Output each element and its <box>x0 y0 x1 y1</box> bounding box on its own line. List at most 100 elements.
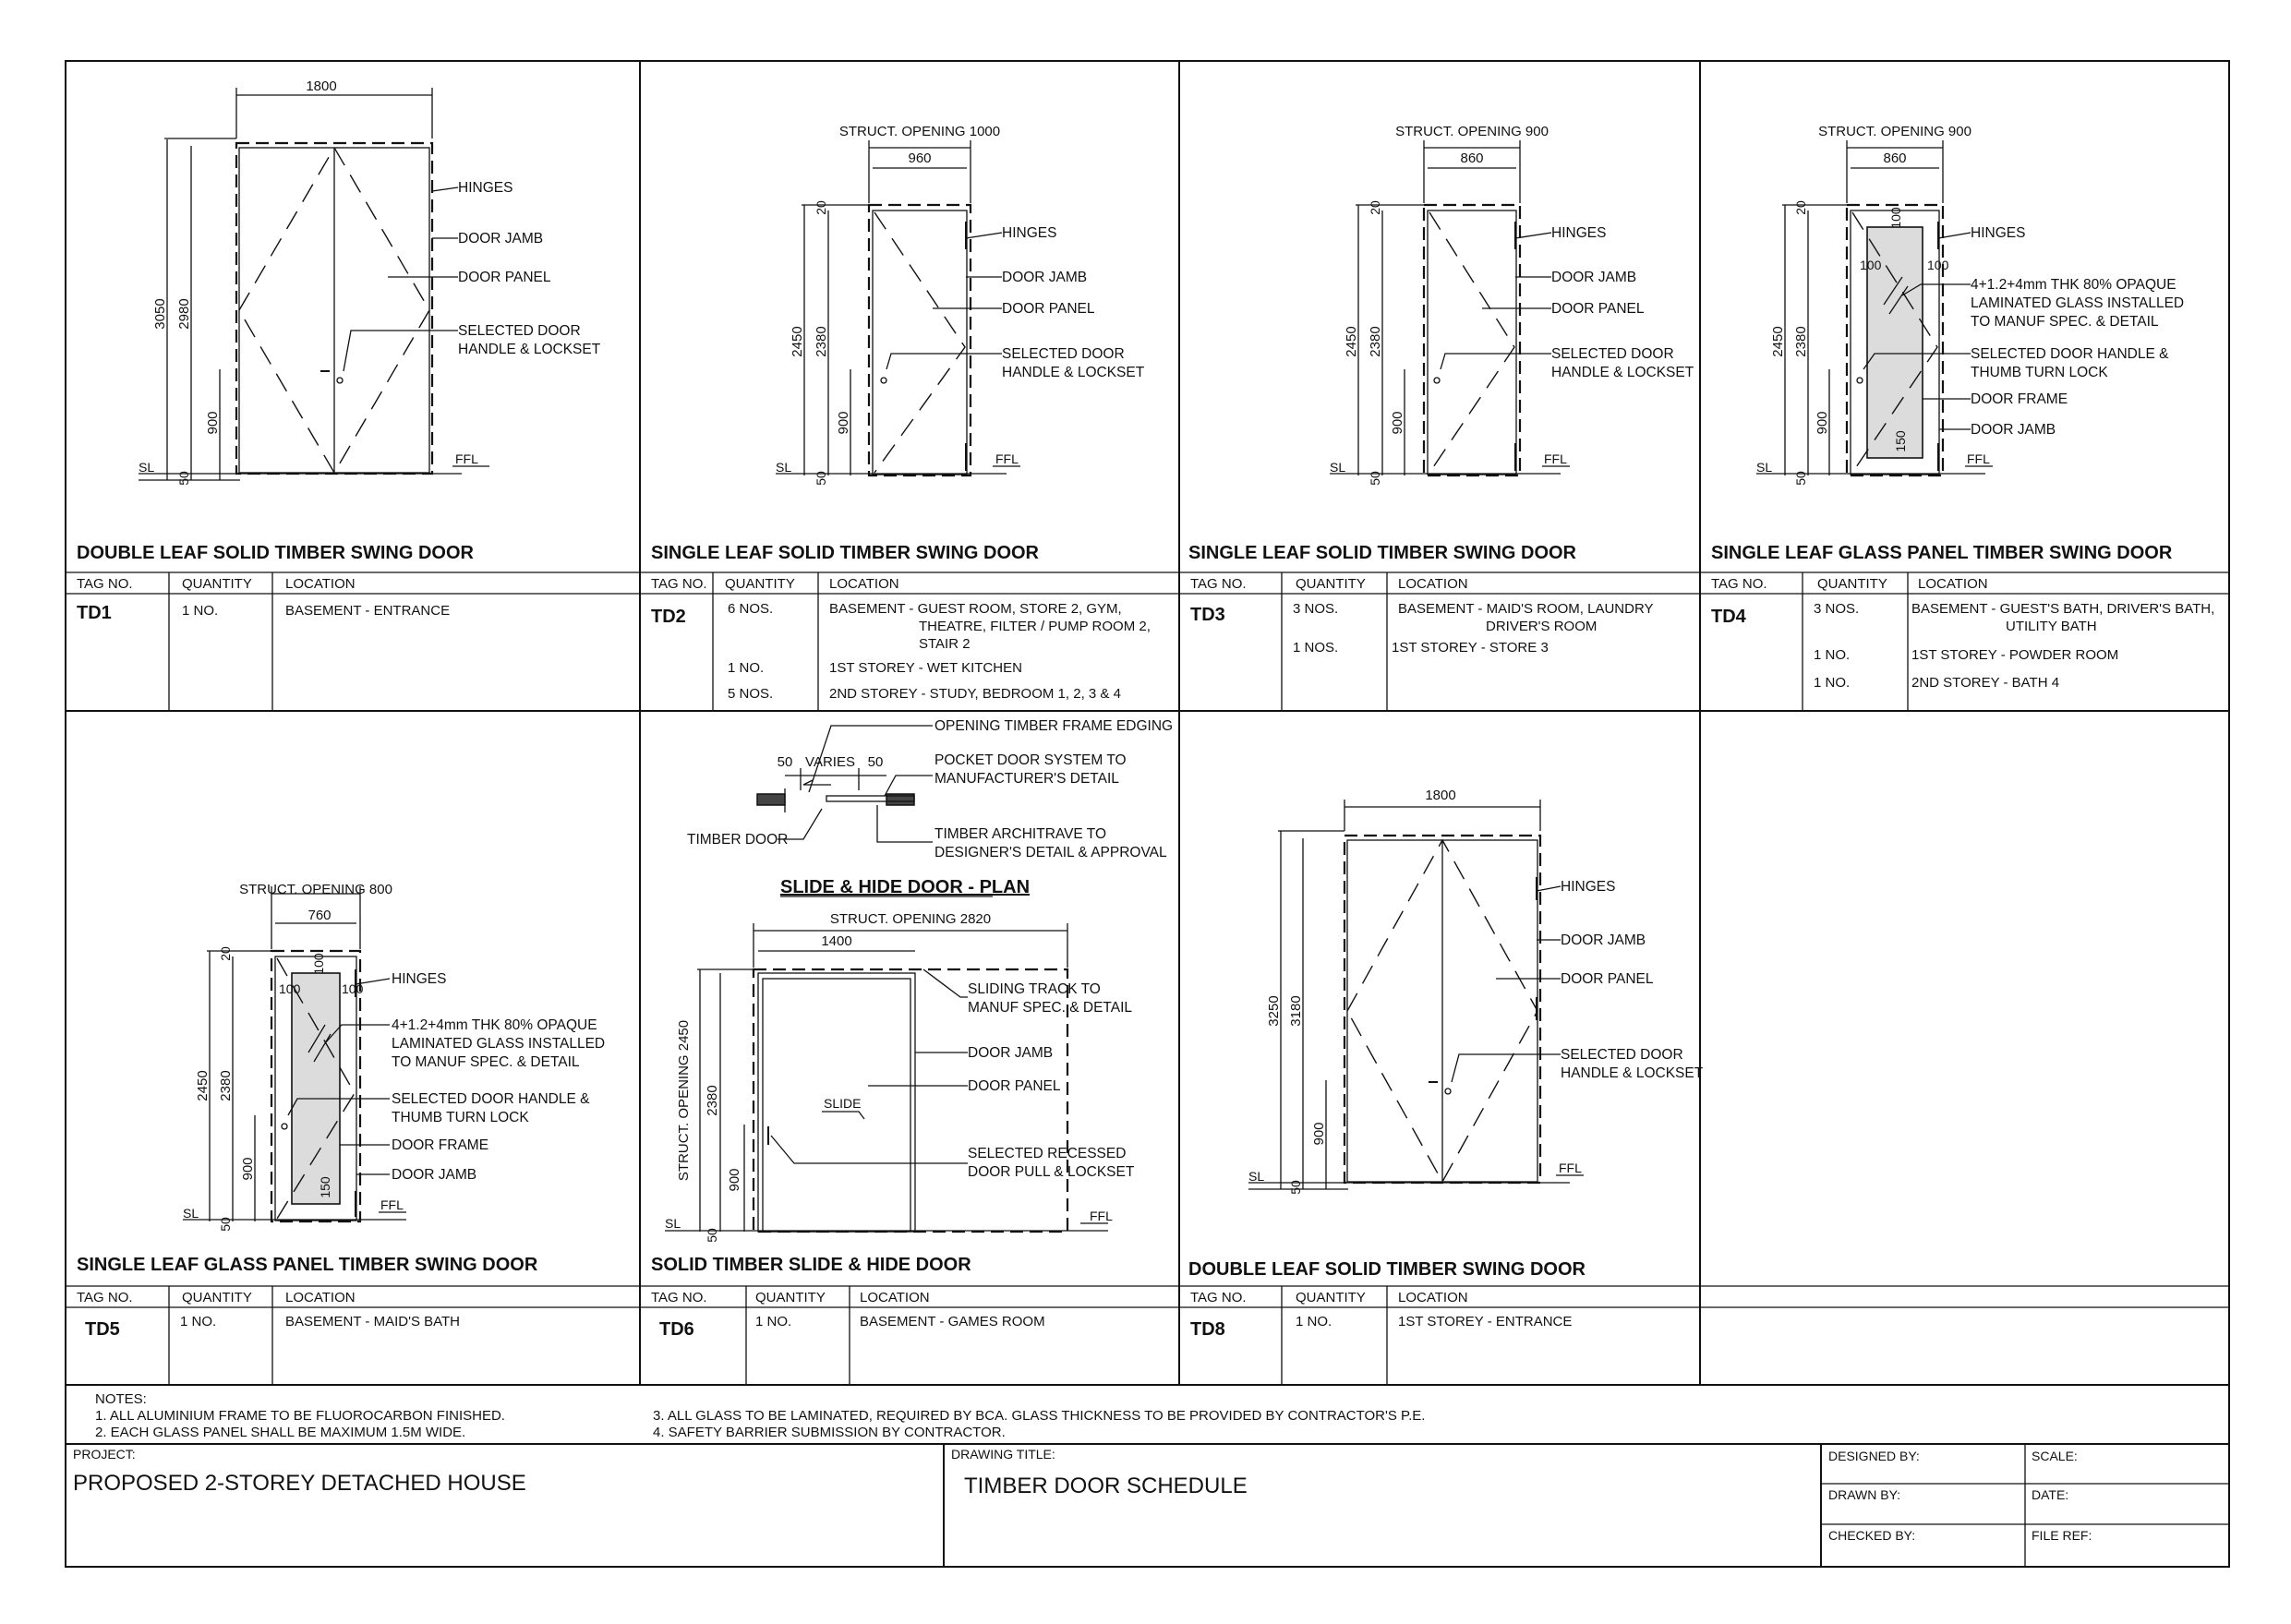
td4-qty-1: 3 NOS. <box>1814 601 1859 617</box>
file-ref-label: FILE REF: <box>2032 1528 2092 1543</box>
td8-qty: 1 NO. <box>1296 1314 1332 1329</box>
title-block: PROJECT: PROPOSED 2-STOREY DETACHED HOUS… <box>73 1447 2092 1543</box>
td1-title: DOUBLE LEAF SOLID TIMBER SWING DOOR <box>77 543 475 563</box>
td5-hinges-label: HINGES <box>392 971 446 987</box>
notes: NOTES: 1. ALL ALUMINIUM FRAME TO BE FLUO… <box>95 1391 1425 1440</box>
td3-panel-label: DOOR PANEL <box>1551 301 1645 317</box>
td4-hinges-label: HINGES <box>1971 225 2025 241</box>
td8-height-dim: 3250 <box>1266 995 1282 1026</box>
td2-sl-label: SL <box>776 460 791 475</box>
td3-handle-height-dim: 900 <box>1390 411 1405 434</box>
td4-tag: TD4 <box>1711 607 1747 627</box>
td4-qty-3: 1 NO. <box>1814 675 1850 691</box>
td3-header-qty: QUANTITY <box>1296 576 1366 592</box>
td2-opening-dim: STRUCT. OPENING 1000 <box>839 124 1000 139</box>
td1-tag: TD1 <box>77 603 112 623</box>
td4-glass-label-2: LAMINATED GLASS INSTALLED <box>1971 295 2184 311</box>
td1-step-dim: 50 <box>176 471 191 486</box>
td6-pull-label-1: SELECTED RECESSED <box>968 1146 1126 1161</box>
td4-opening-outline <box>1845 203 1945 477</box>
drawing-title: TIMBER DOOR SCHEDULE <box>964 1474 1248 1498</box>
td2-step-dim: 50 <box>814 471 828 486</box>
td6-header-tag: TAG NO. <box>651 1290 707 1305</box>
schedule-bottom: TAG NO. QUANTITY LOCATION TD5 1 NO. BASE… <box>77 1290 1572 1340</box>
td4-door-height-dim: 2380 <box>1793 326 1809 356</box>
td3-loc-1a: BASEMENT - MAID'S ROOM, LAUNDRY <box>1398 601 1654 617</box>
td8-door-elevation: 1800 3250 3180 900 50 SL FFL HINGES DOOR… <box>1188 788 1704 1280</box>
td4-opening-dim: STRUCT. OPENING 900 <box>1818 124 1971 139</box>
td6-plan-door-leaf <box>826 795 915 802</box>
td2-ffl-label: FFL <box>995 451 1019 466</box>
td6-vertical-opening-dim: STRUCT. OPENING 2450 <box>676 1020 692 1181</box>
td6-tag: TD6 <box>659 1319 694 1340</box>
td3-header-loc: LOCATION <box>1398 576 1468 592</box>
td3-swing-lines <box>1429 211 1515 474</box>
td5-width-dim: 760 <box>307 908 331 923</box>
td2-qty-1: 6 NOS. <box>728 601 773 617</box>
designed-by-label: DESIGNED BY: <box>1828 1449 1920 1463</box>
td3-header-tag: TAG NO. <box>1190 576 1247 592</box>
td1-height-dim: 3050 <box>152 298 168 329</box>
td5-thumb-label-1: SELECTED DOOR HANDLE & <box>392 1091 590 1107</box>
td8-header-qty: QUANTITY <box>1296 1290 1366 1305</box>
td8-header-tag: TAG NO. <box>1190 1290 1247 1305</box>
td2-qty-2: 1 NO. <box>728 660 764 676</box>
td1-header-tag: TAG NO. <box>77 576 133 592</box>
td8-handle-label-1: SELECTED DOOR <box>1561 1047 1683 1063</box>
td2-handle-label-2: HANDLE & LOCKSET <box>1002 365 1145 380</box>
td8-tag: TD8 <box>1190 1319 1225 1340</box>
td1-panel-label: DOOR PANEL <box>458 270 551 285</box>
td1-handle-label-2: HANDLE & LOCKSET <box>458 342 601 357</box>
td4-header-qty: QUANTITY <box>1817 576 1887 592</box>
td6-timber-door-label: TIMBER DOOR <box>687 832 788 848</box>
td6-pull-label-2: DOOR PULL & LOCKSET <box>968 1164 1135 1180</box>
td2-header-qty: QUANTITY <box>725 576 795 592</box>
td3-tag: TD3 <box>1190 605 1225 625</box>
note-3: 3. ALL GLASS TO BE LAMINATED, REQUIRED B… <box>653 1408 1425 1424</box>
td1-hinges-label: HINGES <box>458 180 512 196</box>
td2-title: SINGLE LEAF SOLID TIMBER SWING DOOR <box>651 543 1040 563</box>
td6-opening-edge-label: OPENING TIMBER FRAME EDGING <box>934 718 1173 734</box>
project-label: PROJECT: <box>73 1447 136 1462</box>
td5-glass-bottom-dim: 150 <box>318 1176 332 1198</box>
td4-glass-left-dim: 100 <box>1860 258 1882 272</box>
td4-swing-lines <box>1851 211 1938 474</box>
td6-opening-dim: STRUCT. OPENING 2820 <box>830 911 991 927</box>
td6-architrave-label-1: TIMBER ARCHITRAVE TO <box>934 826 1106 842</box>
td2-header-tag: TAG NO. <box>651 576 707 592</box>
td8-panel-label: DOOR PANEL <box>1561 971 1654 987</box>
td3-qty-1: 3 NOS. <box>1293 601 1338 617</box>
td1-ffl-label: FFL <box>455 451 478 466</box>
td3-opening-outline <box>1422 203 1522 477</box>
note-1: 1. ALL ALUMINIUM FRAME TO BE FLUOROCARBO… <box>95 1408 505 1424</box>
td6-header-loc: LOCATION <box>860 1290 930 1305</box>
td1-sl-label: SL <box>139 460 154 475</box>
td2-swing-lines <box>874 211 966 474</box>
td4-thumb-label-1: SELECTED DOOR HANDLE & <box>1971 346 2169 362</box>
td3-ffl-label: FFL <box>1544 451 1567 466</box>
td5-thumb-label-2: THUMB TURN LOCK <box>392 1110 529 1125</box>
td5-header-qty: QUANTITY <box>182 1290 252 1305</box>
td8-handle-label-2: HANDLE & LOCKSET <box>1561 1065 1704 1081</box>
td2-loc-1c: STAIR 2 <box>919 636 971 652</box>
td2-loc-3: 2ND STOREY - STUDY, BEDROOM 1, 2, 3 & 4 <box>829 686 1121 702</box>
td8-sl-label: SL <box>1248 1169 1264 1184</box>
td4-frame-label: DOOR FRAME <box>1971 391 2068 407</box>
td6-sl-label: SL <box>665 1216 681 1231</box>
drawn-by-label: DRAWN BY: <box>1828 1487 1900 1502</box>
td2-header-loc: LOCATION <box>829 576 899 592</box>
td5-jamb-label: DOOR JAMB <box>392 1167 476 1183</box>
td6-plan-title: SLIDE & HIDE DOOR - PLAN <box>780 877 1030 897</box>
td5-tag: TD5 <box>85 1319 120 1340</box>
td2-hinges-label: HINGES <box>1002 225 1056 241</box>
td5-opening-dim: STRUCT. OPENING 800 <box>239 882 392 897</box>
td5-header-loc: LOCATION <box>285 1290 356 1305</box>
td2-loc-1a: BASEMENT - GUEST ROOM, STORE 2, GYM, <box>829 601 1122 617</box>
td5-title: SINGLE LEAF GLASS PANEL TIMBER SWING DOO… <box>77 1255 538 1275</box>
td1-handle-label-1: SELECTED DOOR <box>458 323 581 339</box>
td8-header-loc: LOCATION <box>1398 1290 1468 1305</box>
td6-handle-height-dim: 900 <box>727 1168 742 1191</box>
td5-header-tag: TAG NO. <box>77 1290 133 1305</box>
schedule-top: TAG NO. QUANTITY LOCATION TD1 1 NO. BASE… <box>77 576 2214 702</box>
